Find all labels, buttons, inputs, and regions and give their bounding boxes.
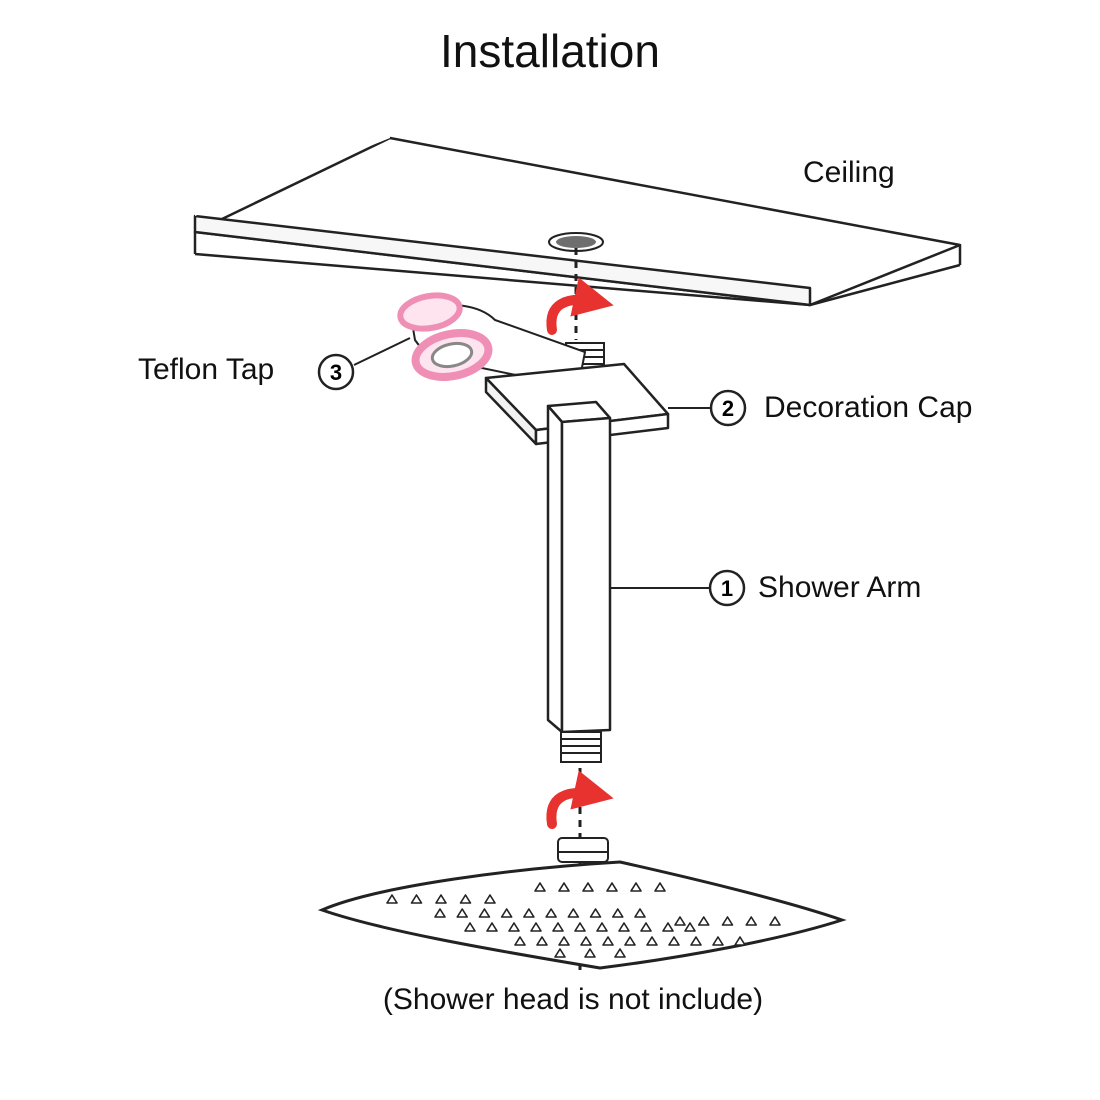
shower-head-connector xyxy=(557,837,609,863)
nozzle xyxy=(618,922,630,932)
nozzle xyxy=(630,882,642,892)
nozzle xyxy=(484,894,496,904)
nozzle xyxy=(690,936,702,946)
callout-decoration-cap: 2 xyxy=(668,389,747,427)
nozzle xyxy=(567,908,580,918)
nozzle xyxy=(684,922,696,932)
nozzle xyxy=(614,948,626,958)
nozzle xyxy=(410,894,423,904)
nozzle xyxy=(721,916,734,926)
nozzle xyxy=(486,922,498,932)
nozzle xyxy=(459,894,472,904)
decoration-cap-label: Decoration Cap xyxy=(764,391,973,424)
nozzle xyxy=(514,936,526,946)
nozzle xyxy=(582,882,594,892)
nozzle xyxy=(745,916,758,926)
nozzle xyxy=(611,908,624,918)
callout-shower-arm: 1 xyxy=(610,569,746,607)
nozzle xyxy=(386,894,398,904)
bottom-thread-nipple xyxy=(560,731,602,763)
shower-head-plate xyxy=(317,860,847,970)
teflon-tap-label: Teflon Tap xyxy=(138,353,275,386)
nozzle xyxy=(434,908,446,918)
ceiling-label: Ceiling xyxy=(803,156,895,189)
nozzle xyxy=(530,922,542,932)
shower-head-nozzles xyxy=(386,882,781,958)
nozzle xyxy=(545,908,557,918)
nozzle xyxy=(668,936,680,946)
nozzle xyxy=(606,882,618,892)
nozzle xyxy=(534,882,546,892)
nozzle xyxy=(624,936,636,946)
nozzle xyxy=(558,936,570,946)
ceiling-hole xyxy=(548,232,604,252)
callout-number-1: 1 xyxy=(721,576,733,601)
nozzle xyxy=(734,936,746,946)
ceiling-edges xyxy=(193,232,962,307)
nozzle xyxy=(456,908,469,918)
nozzle xyxy=(674,916,686,926)
nozzle xyxy=(589,908,602,918)
rotate-arrow-bottom-icon xyxy=(546,770,614,829)
nozzle xyxy=(536,936,548,946)
callout-number-3: 3 xyxy=(330,360,342,385)
shower-head-note: (Shower head is not include) xyxy=(382,983,764,1016)
nozzle xyxy=(464,922,476,932)
ceiling-slab xyxy=(193,122,962,307)
nozzle xyxy=(558,882,570,892)
nozzle xyxy=(523,908,535,918)
nozzle xyxy=(508,922,520,932)
nozzle xyxy=(435,894,447,904)
nozzle xyxy=(552,922,564,932)
nozzle xyxy=(574,922,586,932)
nozzle xyxy=(662,922,674,932)
nozzle xyxy=(500,908,513,918)
nozzle xyxy=(602,936,614,946)
shower-arm-label: Shower Arm xyxy=(758,571,922,604)
nozzle xyxy=(596,922,608,932)
nozzle xyxy=(712,936,724,946)
nozzle xyxy=(654,882,666,892)
shower-arm xyxy=(546,400,612,734)
nozzle xyxy=(580,936,592,946)
nozzle xyxy=(584,948,596,958)
nozzle xyxy=(640,922,652,932)
page-title: Installation xyxy=(440,25,660,77)
nozzle xyxy=(646,936,658,946)
rotate-arrow-top-icon xyxy=(546,277,614,335)
nozzle xyxy=(769,916,781,926)
nozzle xyxy=(478,908,491,918)
nozzle xyxy=(634,908,646,918)
nozzle xyxy=(697,916,710,926)
callout-teflon-tap: 3 xyxy=(317,337,411,391)
nozzle xyxy=(554,948,566,958)
teflon-tape-icon xyxy=(397,292,587,390)
callout-number-2: 2 xyxy=(722,396,734,421)
